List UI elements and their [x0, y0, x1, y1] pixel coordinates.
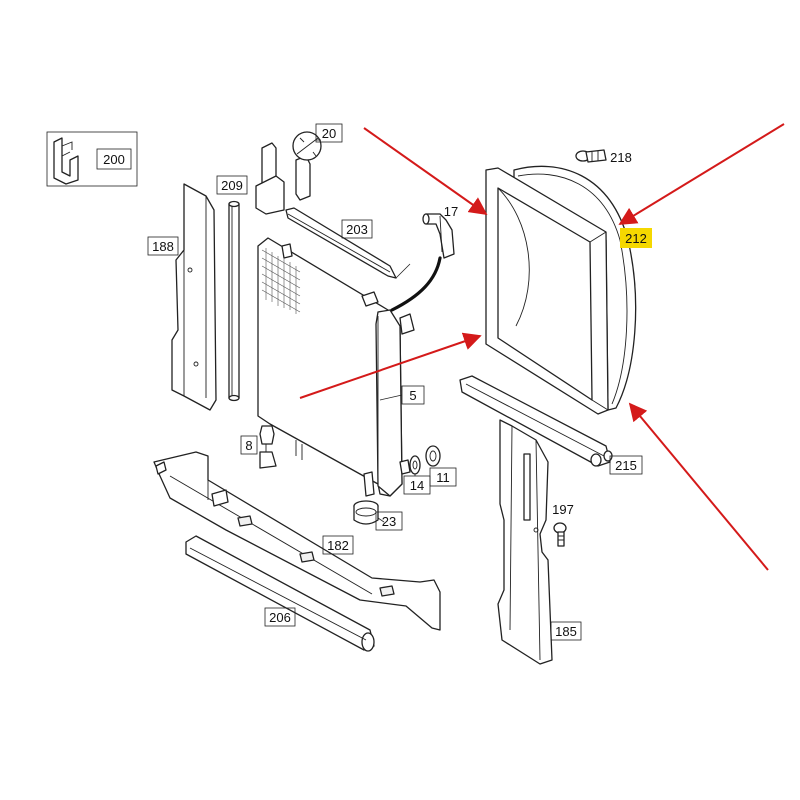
- part-185[interactable]: 185: [497, 419, 582, 665]
- label-188: 188: [152, 239, 174, 254]
- part-215[interactable]: 215: [459, 375, 643, 475]
- part-11[interactable]: 11: [425, 445, 457, 487]
- label-197: 197: [552, 502, 574, 517]
- label-11: 11: [436, 470, 450, 485]
- label-185: 185: [555, 624, 577, 639]
- part-14[interactable]: 14: [403, 455, 431, 495]
- label-215: 215: [615, 458, 637, 473]
- clip-icon: [53, 137, 79, 185]
- label-17: 17: [444, 204, 458, 219]
- radiator-core-grid: [261, 248, 301, 314]
- part-200-inset[interactable]: 200: [46, 131, 138, 187]
- arrow-top-left: [363, 127, 488, 216]
- part-209[interactable]: 209: [216, 175, 248, 402]
- part-212-fan-shroud[interactable]: 212: [485, 165, 652, 415]
- part-5-radiator[interactable]: 5: [257, 237, 425, 497]
- part-188[interactable]: 188: [147, 183, 217, 411]
- label-182: 182: [327, 538, 349, 553]
- label-8: 8: [245, 438, 252, 453]
- label-5: 5: [409, 388, 416, 403]
- part-20[interactable]: 20: [255, 123, 343, 215]
- label-209: 209: [221, 178, 243, 193]
- part-206[interactable]: 206: [185, 535, 375, 652]
- arrow-bottom-right: [628, 402, 769, 571]
- label-206: 206: [269, 610, 291, 625]
- red-arrows: [299, 123, 785, 571]
- highlight-212: [620, 228, 652, 248]
- label-14: 14: [410, 478, 424, 493]
- part-197[interactable]: 197: [548, 500, 578, 547]
- label-20: 20: [322, 126, 336, 141]
- label-200: 200: [103, 152, 125, 167]
- label-23: 23: [382, 514, 396, 529]
- arrow-center: [299, 332, 482, 399]
- arrow-top-right: [618, 123, 785, 225]
- part-23[interactable]: 23: [353, 500, 403, 531]
- part-182[interactable]: 182: [153, 451, 441, 631]
- part-8[interactable]: 8: [240, 425, 277, 469]
- part-203[interactable]: 203: [285, 207, 411, 279]
- label-212: 212: [625, 231, 647, 246]
- label-203: 203: [346, 222, 368, 237]
- part-17[interactable]: 17: [390, 203, 464, 312]
- part-218[interactable]: 218: [575, 148, 636, 166]
- label-218: 218: [610, 150, 632, 165]
